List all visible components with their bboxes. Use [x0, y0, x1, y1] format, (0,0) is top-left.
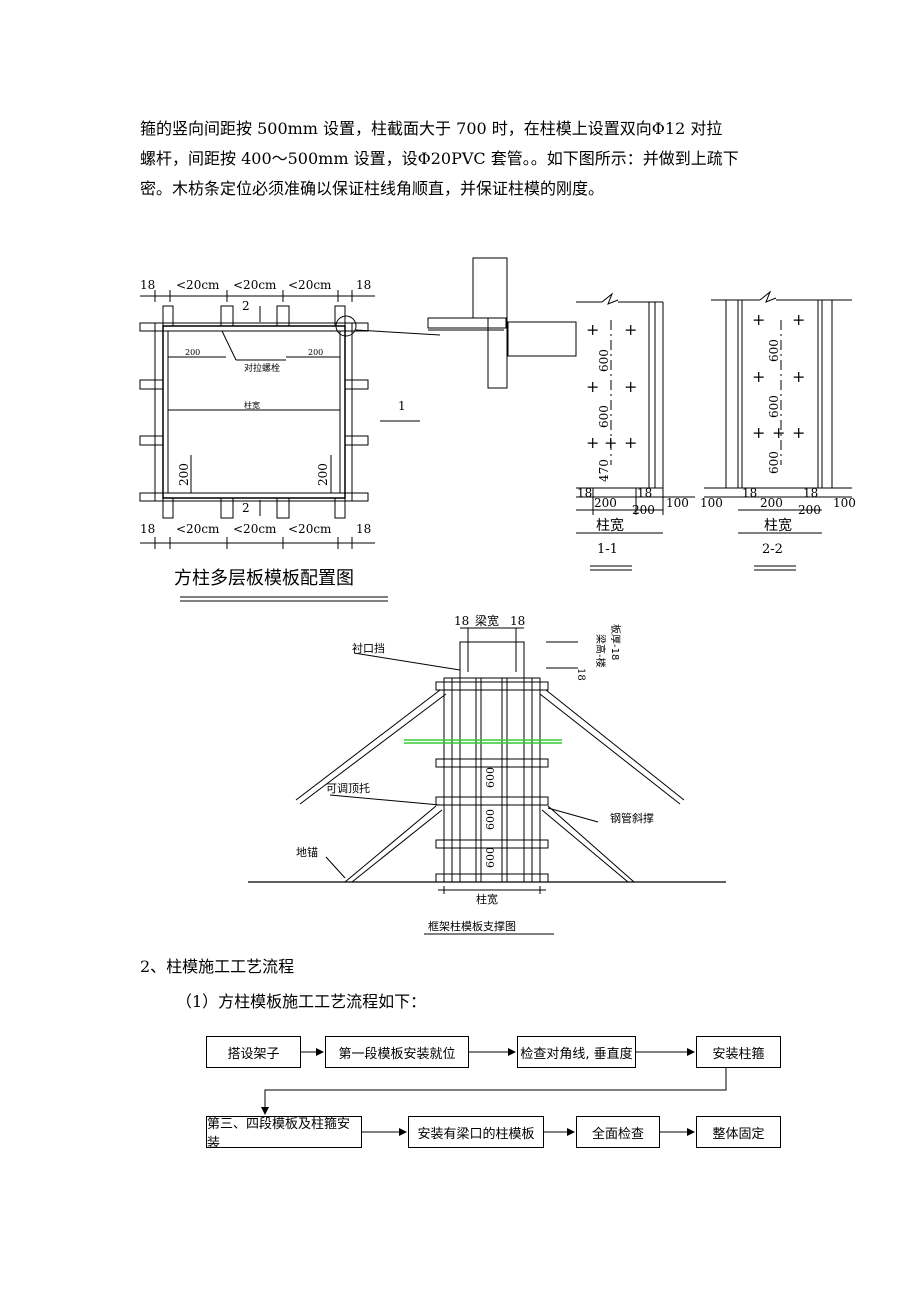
intro-line-3: 密。木枋条定位必须准确以保证柱线角顺直，并保证柱模的刚度。: [140, 179, 605, 198]
sec22-dim-3: 600: [767, 451, 781, 474]
sec11-dim-2: 600: [597, 405, 611, 428]
sec22-name: 2-2: [762, 542, 783, 557]
sec11-b100: 100: [666, 496, 689, 510]
sec11-plus-marks: + + + + + + +: [586, 320, 637, 452]
flow-step-7: 全面检查: [576, 1116, 660, 1148]
dim-20cm-b2: <20cm: [233, 522, 277, 536]
svg-text:+: +: [792, 367, 805, 386]
drawing-canvas: 18 <20cm <20cm <20cm 18 2 200 200 对拉螺栓 柱…: [139, 257, 856, 935]
fig2-beam-width: 梁宽: [475, 613, 499, 628]
fig2-lining-label: 衬口挡: [352, 641, 385, 655]
flow-step-6: 安装有梁口的柱模板: [408, 1116, 544, 1148]
fig2-600-3: 600: [484, 847, 497, 868]
sec22-plus-marks: + + + + + + +: [752, 310, 805, 442]
flow-step-2: 第一段模板安装就位: [325, 1036, 469, 1068]
dim-200-bl: 200: [177, 463, 191, 486]
intro-paragraph: 箍的竖向间距按 500mm 设置，柱截面大于 700 时，在柱模上设置双向Φ12…: [140, 114, 800, 204]
sec22-dim-2: 600: [767, 395, 781, 418]
svg-text:+: +: [752, 423, 765, 442]
fig2-beam-height: 梁高-楼: [594, 634, 607, 668]
dim-20cm-t2: <20cm: [233, 278, 277, 292]
sec22-width: 柱宽: [764, 517, 792, 534]
sec11-b18b: 18: [637, 486, 652, 500]
dim-18-bl: 18: [140, 522, 155, 536]
sec22-b100b: 100: [833, 496, 856, 510]
fig2-title: 框架柱模板支撑图: [428, 919, 516, 933]
intro-line-1: 箍的竖向间距按 500mm 设置，柱截面大于 700 时，在柱模上设置双向Φ12…: [140, 119, 723, 138]
sec11-name: 1-1: [597, 542, 618, 557]
fig1-section-2-2: [704, 290, 852, 571]
dim-20cm-b1: <20cm: [176, 522, 220, 536]
sec22-b18b: 18: [803, 486, 818, 500]
dim-20cm-t3: <20cm: [288, 278, 332, 292]
sec11-b18a: 18: [577, 486, 592, 500]
flow-step-5: 第三、四段模板及柱箍安装: [206, 1116, 362, 1151]
fig1-section-1-1: [576, 292, 695, 571]
flow-step-8: 整体固定: [696, 1116, 781, 1148]
fig2-18-left: 18: [454, 614, 469, 628]
flow-step-1: 搭设架子: [206, 1036, 301, 1068]
fig2-18-side: 18: [575, 668, 586, 681]
svg-text:+: +: [752, 367, 765, 386]
dim-18-br: 18: [356, 522, 371, 536]
svg-text:+: +: [792, 310, 805, 329]
sec22-b200a: 200: [760, 496, 783, 510]
fig1-corner-detail: [427, 257, 577, 389]
svg-text:+: +: [624, 320, 637, 339]
sec11-b200b: 200: [632, 503, 655, 517]
svg-text:+: +: [586, 377, 599, 396]
section2-subheading: （1）方柱模板施工工艺流程如下：: [176, 992, 427, 1011]
fig2-jack-label: 可调顶托: [326, 781, 370, 795]
dim-20cm-b3: <20cm: [288, 522, 332, 536]
flow-step-4: 安装柱箍: [696, 1036, 781, 1068]
sec22-dim-1: 600: [767, 339, 781, 362]
dim-18-tr: 18: [356, 278, 371, 292]
svg-text:+: +: [624, 433, 637, 452]
fig2-brace-label: 钢管斜撑: [610, 811, 654, 825]
sec11-width: 柱宽: [596, 517, 624, 534]
dim-18-tl: 18: [140, 278, 155, 292]
sec22-b100a: 100: [700, 496, 723, 510]
dim-200-br: 200: [316, 463, 330, 486]
fig1-title: 方柱多层板模板配置图: [174, 568, 354, 589]
svg-text:+: +: [624, 377, 637, 396]
sec22-b200b: 200: [798, 503, 821, 517]
width-label-plan: 柱宽: [244, 400, 260, 410]
dim-20cm-t1: <20cm: [176, 278, 220, 292]
label-1: 1: [398, 399, 406, 413]
sec22-b18a: 18: [742, 486, 757, 500]
fig2-600-2: 600: [484, 809, 497, 830]
intro-line-2: 螺杆，间距按 400～500mm 设置，设Φ20PVC 套管。。如下图所示：并做…: [140, 149, 739, 168]
svg-text:+: +: [586, 433, 599, 452]
fig2-support-drawing: [248, 627, 726, 935]
svg-text:+: +: [752, 310, 765, 329]
fig2-600-1: 600: [484, 767, 497, 788]
svg-text:+: +: [772, 423, 785, 442]
dim-200-tr: 200: [308, 348, 323, 357]
svg-text:+: +: [792, 423, 805, 442]
sec11-dim-3: 470: [597, 459, 611, 482]
svg-text:+: +: [604, 433, 617, 452]
dim-200-tl: 200: [185, 348, 200, 357]
fig2-anchor-label: 地锚: [296, 845, 318, 859]
cut-label-2-top: 2: [242, 299, 250, 313]
cut-label-2-bottom: 2: [242, 501, 250, 515]
section2-heading: 2、柱模施工工艺流程: [140, 957, 295, 976]
fig1-plan-view: [139, 290, 441, 549]
flow-step-3: 检查对角线, 垂直度: [517, 1036, 636, 1068]
fig2-col-width: 柱宽: [476, 892, 498, 906]
fig2-18-right: 18: [510, 614, 525, 628]
fig2-slab-thick: 板厚-18: [609, 624, 622, 660]
sec11-b200a: 200: [594, 496, 617, 510]
bolt-label: 对拉螺栓: [244, 362, 280, 374]
svg-text:+: +: [586, 320, 599, 339]
sec11-dim-1: 600: [597, 349, 611, 372]
